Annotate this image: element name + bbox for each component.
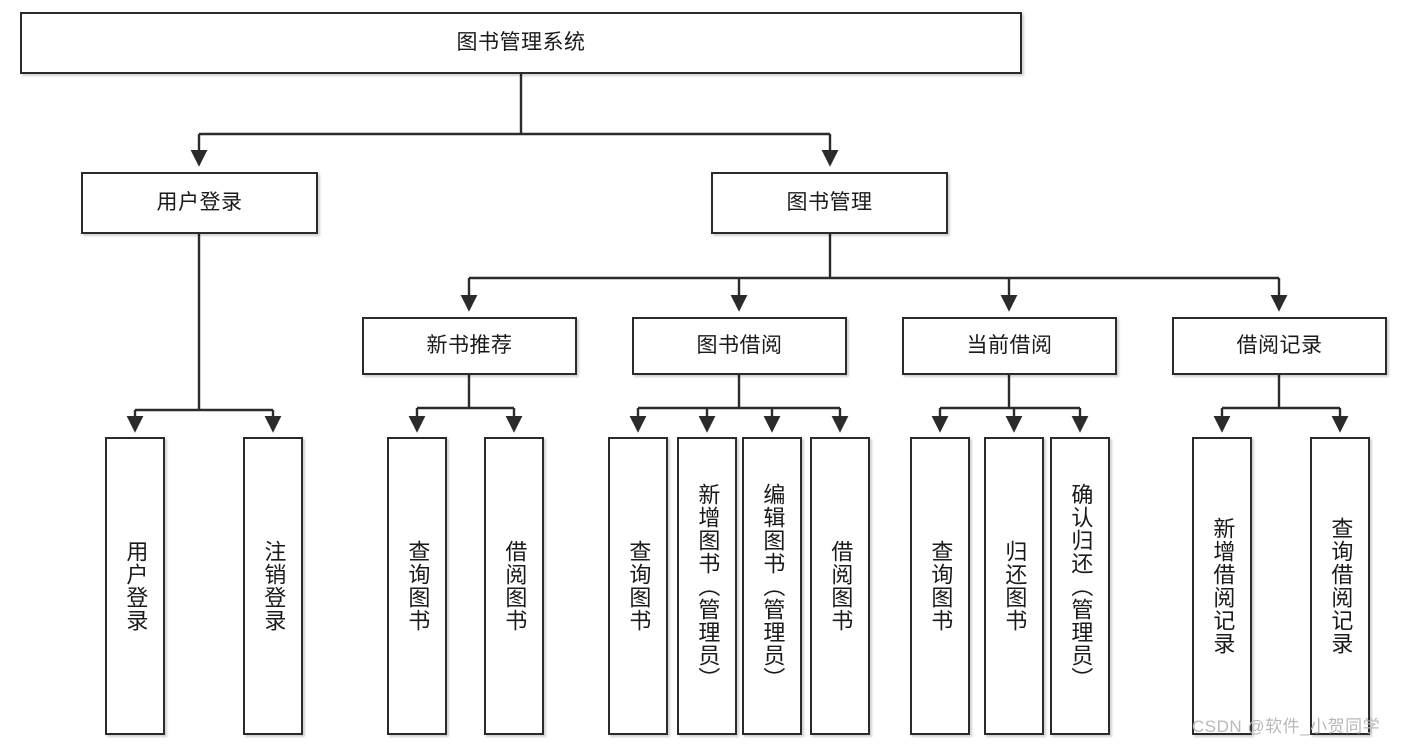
node-book-borrow[interactable]: 图书借阅: [632, 317, 847, 375]
leaf-edit-book-admin[interactable]: 编辑图书（管理员）: [742, 437, 802, 735]
leaf-confirm-return-admin-label: 确认归还（管理员）: [1068, 482, 1094, 690]
leaf-query-borrow-record-label: 查询借阅记录: [1328, 517, 1354, 655]
node-new-book-recommend[interactable]: 新书推荐: [362, 317, 577, 375]
leaf-add-borrow-record-label: 新增借阅记录: [1210, 517, 1236, 655]
leaf-borrow-book-rec[interactable]: 借阅图书: [484, 437, 544, 735]
leaf-edit-book-admin-label: 编辑图书（管理员）: [760, 482, 786, 690]
node-user-login[interactable]: 用户登录: [81, 172, 318, 234]
node-user-login-label: 用户登录: [156, 190, 243, 214]
leaf-logout-label: 注销登录: [261, 540, 287, 632]
leaf-return-book[interactable]: 归还图书: [984, 437, 1044, 735]
leaf-return-book-label: 归还图书: [1002, 540, 1028, 632]
leaf-query-book-label: 查询图书: [626, 540, 652, 632]
leaf-query-book[interactable]: 查询图书: [608, 437, 668, 735]
leaf-add-borrow-record[interactable]: 新增借阅记录: [1192, 437, 1252, 735]
node-current-borrow[interactable]: 当前借阅: [902, 317, 1117, 375]
leaf-user-login-label: 用户登录: [123, 540, 149, 632]
node-borrow-record[interactable]: 借阅记录: [1172, 317, 1387, 375]
leaf-borrow-book[interactable]: 借阅图书: [810, 437, 870, 735]
leaf-user-login[interactable]: 用户登录: [105, 437, 165, 735]
leaf-add-book-admin-label: 新增图书（管理员）: [695, 482, 721, 690]
leaf-borrow-book-rec-label: 借阅图书: [502, 540, 528, 632]
node-current-borrow-label: 当前借阅: [966, 333, 1053, 357]
node-book-management[interactable]: 图书管理: [711, 172, 948, 234]
leaf-query-book-rec[interactable]: 查询图书: [387, 437, 447, 735]
node-root-label: 图书管理系统: [456, 30, 586, 54]
node-new-book-recommend-label: 新书推荐: [426, 333, 513, 357]
node-book-borrow-label: 图书借阅: [696, 333, 783, 357]
leaf-query-borrow-record[interactable]: 查询借阅记录: [1310, 437, 1370, 735]
leaf-query-book-rec-label: 查询图书: [405, 540, 431, 632]
leaf-logout[interactable]: 注销登录: [243, 437, 303, 735]
leaf-confirm-return-admin[interactable]: 确认归还（管理员）: [1050, 437, 1110, 735]
node-book-management-label: 图书管理: [786, 190, 873, 214]
leaf-borrow-book-label: 借阅图书: [828, 540, 854, 632]
node-root[interactable]: 图书管理系统: [20, 12, 1022, 74]
leaf-query-book-current[interactable]: 查询图书: [910, 437, 970, 735]
node-borrow-record-label: 借阅记录: [1236, 333, 1323, 357]
leaf-query-book-current-label: 查询图书: [928, 540, 954, 632]
csdn-watermark: CSDN @软件_小贺同学: [1192, 717, 1381, 736]
leaf-add-book-admin[interactable]: 新增图书（管理员）: [677, 437, 737, 735]
